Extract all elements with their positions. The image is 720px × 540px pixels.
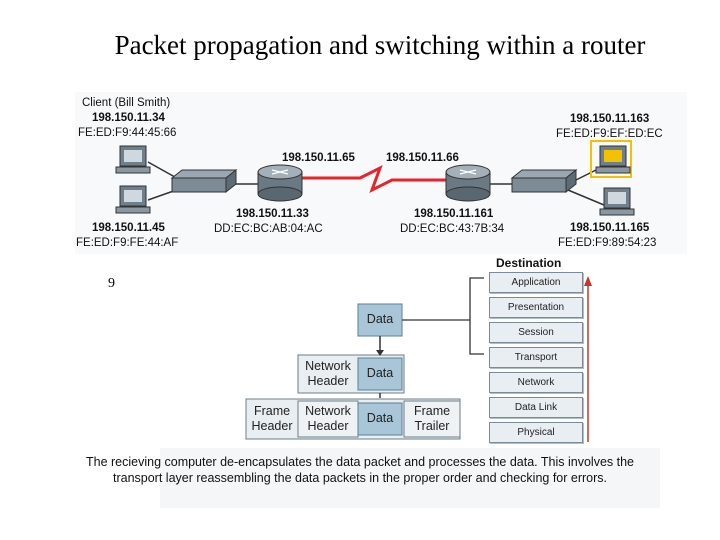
client-mac-label: FE:ED:F9:44:45:66 bbox=[78, 127, 177, 139]
data-box-middle bbox=[357, 357, 403, 391]
pc-client-icon bbox=[115, 145, 151, 174]
host-right-bottom-ip-label: 198.150.11.165 bbox=[570, 222, 650, 234]
data-box-bottom bbox=[357, 402, 403, 436]
osi-layer-presentation: Presentation bbox=[489, 297, 583, 318]
frame-header-label: Frame Header bbox=[251, 404, 293, 433]
osi-layer-physical: Physical bbox=[489, 422, 583, 443]
router2-wan-ip-label: 198.150.11.66 bbox=[386, 152, 459, 164]
router2-lan-ip-label: 198.150.11.161 bbox=[414, 208, 494, 220]
osi-layer-application: Application bbox=[489, 272, 583, 293]
upward-arrow-icon bbox=[584, 276, 592, 286]
link-switch-host-right bbox=[567, 189, 605, 206]
switch-right-icon bbox=[510, 168, 578, 194]
switch-left-icon bbox=[170, 168, 238, 194]
frame-network-header-label: Network Header bbox=[305, 404, 351, 433]
diagram-caption: The recieving computer de-encapsulates t… bbox=[85, 455, 634, 485]
osi-brace bbox=[402, 277, 484, 355]
diagram-background bbox=[75, 92, 687, 254]
dest-host-mac-label: FE:ED:F9:EF:ED:EC bbox=[556, 128, 663, 140]
caption-background bbox=[160, 448, 660, 508]
client-name-label: Client (Bill Smith) bbox=[82, 97, 171, 109]
osi-heading: Destination bbox=[496, 256, 562, 270]
osi-layer-data-link: Data Link bbox=[489, 397, 583, 418]
osi-layer-network: Network bbox=[489, 372, 583, 393]
router-right-icon bbox=[445, 164, 491, 202]
client-ip-label: 198.150.11.34 bbox=[92, 112, 165, 124]
router-left-icon bbox=[257, 164, 303, 202]
router1-wan-ip-label: 198.150.11.65 bbox=[282, 152, 355, 164]
host-left-bottom-ip-label: 198.150.11.45 bbox=[92, 222, 165, 234]
router2-mac-label: DD:EC:BC:43:7B:34 bbox=[400, 223, 505, 235]
host-left-bottom-mac-label: FE:ED:F9:FE:44:AF bbox=[76, 237, 179, 249]
slide-title: Packet propagation and switching within … bbox=[114, 30, 646, 60]
host-right-bottom-mac-label: FE:ED:F9:89:54:23 bbox=[558, 237, 657, 249]
frame-trailer-box bbox=[403, 400, 461, 438]
osi-layer-transport: Transport bbox=[489, 347, 583, 368]
dest-host-ip-label: 198.150.11.163 bbox=[570, 113, 650, 125]
wan-serial-link bbox=[300, 164, 448, 194]
frame-trailer-label: Frame Trailer bbox=[413, 404, 451, 433]
data-label-top: Data bbox=[366, 312, 394, 326]
router1-lan-ip-label: 198.150.11.33 bbox=[236, 208, 309, 220]
router1-mac-label: DD:EC:BC:AB:04:AC bbox=[214, 223, 323, 235]
data-label-bottom: Data bbox=[366, 411, 394, 425]
slide-number: 9 bbox=[108, 276, 115, 291]
pc-host-right-bottom-icon bbox=[599, 187, 635, 216]
network-header-label: Network Header bbox=[305, 359, 351, 388]
data-label-middle: Data bbox=[366, 366, 394, 380]
pc-destination-icon bbox=[590, 140, 632, 178]
osi-layer-session: Session bbox=[489, 322, 583, 343]
data-box-top bbox=[357, 303, 403, 337]
pc-host-left-bottom-icon bbox=[115, 185, 151, 214]
